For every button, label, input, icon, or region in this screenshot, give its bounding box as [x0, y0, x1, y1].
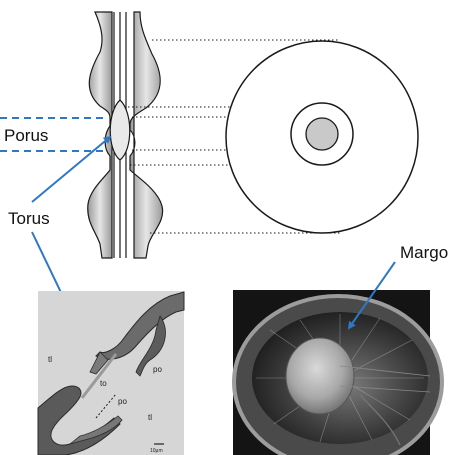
porus-callout: Porus [0, 118, 104, 151]
porus-label: Porus [4, 126, 48, 145]
sem-torus [286, 338, 354, 414]
right-cell-wall [130, 12, 163, 258]
tem-annotation-po-center: po [118, 397, 127, 406]
tem-scale-label: 10μm [150, 448, 163, 454]
tem-annotation-tl-upper: tl [48, 355, 52, 364]
margo-label: Margo [400, 243, 448, 262]
tem-annotation-tl-lower: tl [148, 413, 152, 422]
left-cell-wall [88, 12, 112, 258]
tem-annotation-po-right: po [153, 365, 162, 374]
torus-side-view [110, 100, 130, 160]
face-view-pit [226, 41, 418, 233]
torus-face-circle [306, 118, 338, 150]
sem-micrograph [233, 290, 442, 455]
torus-label: Torus [8, 209, 50, 228]
tem-micrograph: tl to po po tl 10μm [38, 291, 184, 455]
side-view-schematic [88, 12, 163, 258]
tem-annotation-to: to [100, 379, 107, 388]
